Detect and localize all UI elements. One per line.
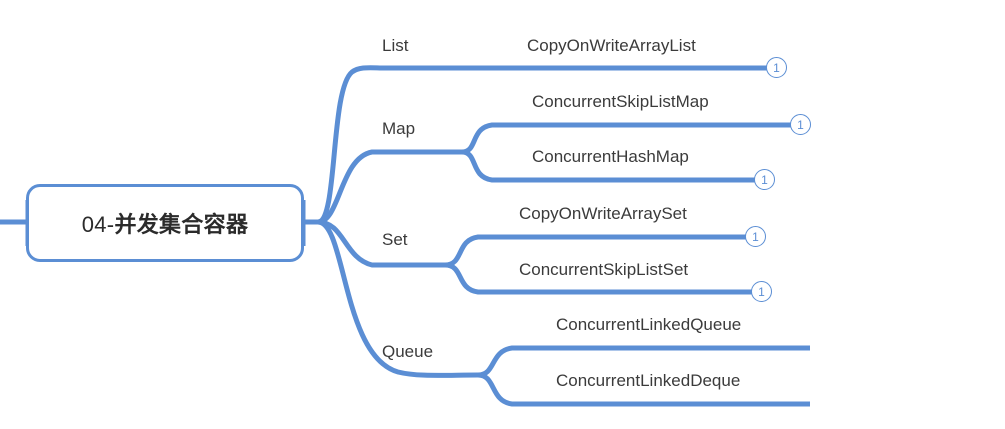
leaf-label-concurrentlinkedqueue[interactable]: ConcurrentLinkedQueue [556,315,742,334]
edge-branch-map [317,149,462,225]
edge-leaf-set-2 [444,262,757,295]
leaf-label-copyonwritearraylist[interactable]: CopyOnWriteArrayList [527,36,696,55]
badge-concurrenthashmap[interactable]: 1 [754,169,775,190]
branch-label-map[interactable]: Map [382,119,416,138]
root-prefix: 04- [81,212,115,237]
edge-branch-list [316,65,772,225]
edge-leaf-map-2 [461,149,760,183]
leaf-label-concurrentskiplistset[interactable]: ConcurrentSkipListSet [519,260,689,279]
edge-leaf-queue-2 [477,372,810,407]
branch-label-set[interactable]: Set [382,230,408,249]
root-node[interactable]: 04-并发集合容器 [26,184,304,262]
badge-concurrentskiplistset[interactable]: 1 [751,281,772,302]
leaf-label-concurrentskiplistmap[interactable]: ConcurrentSkipListMap [532,92,709,111]
branch-label-queue[interactable]: Queue [382,342,434,361]
badge-concurrentskiplistmap[interactable]: 1 [790,114,811,135]
leaf-label-concurrenthashmap[interactable]: ConcurrentHashMap [532,147,689,166]
badge-copyonwritearraylist[interactable]: 1 [766,57,787,78]
edge-branch-queue [317,219,479,378]
leaf-label-concurrentlinkeddeque[interactable]: ConcurrentLinkedDeque [556,371,741,390]
branch-label-list[interactable]: List [382,36,409,55]
root-node-label: 04-并发集合容器 [82,207,249,239]
badge-copyonwritearrayset[interactable]: 1 [745,226,766,247]
root-title-cjk: 并发集合容器 [114,212,249,237]
leaf-label-copyonwritearrayset[interactable]: CopyOnWriteArraySet [519,204,687,223]
